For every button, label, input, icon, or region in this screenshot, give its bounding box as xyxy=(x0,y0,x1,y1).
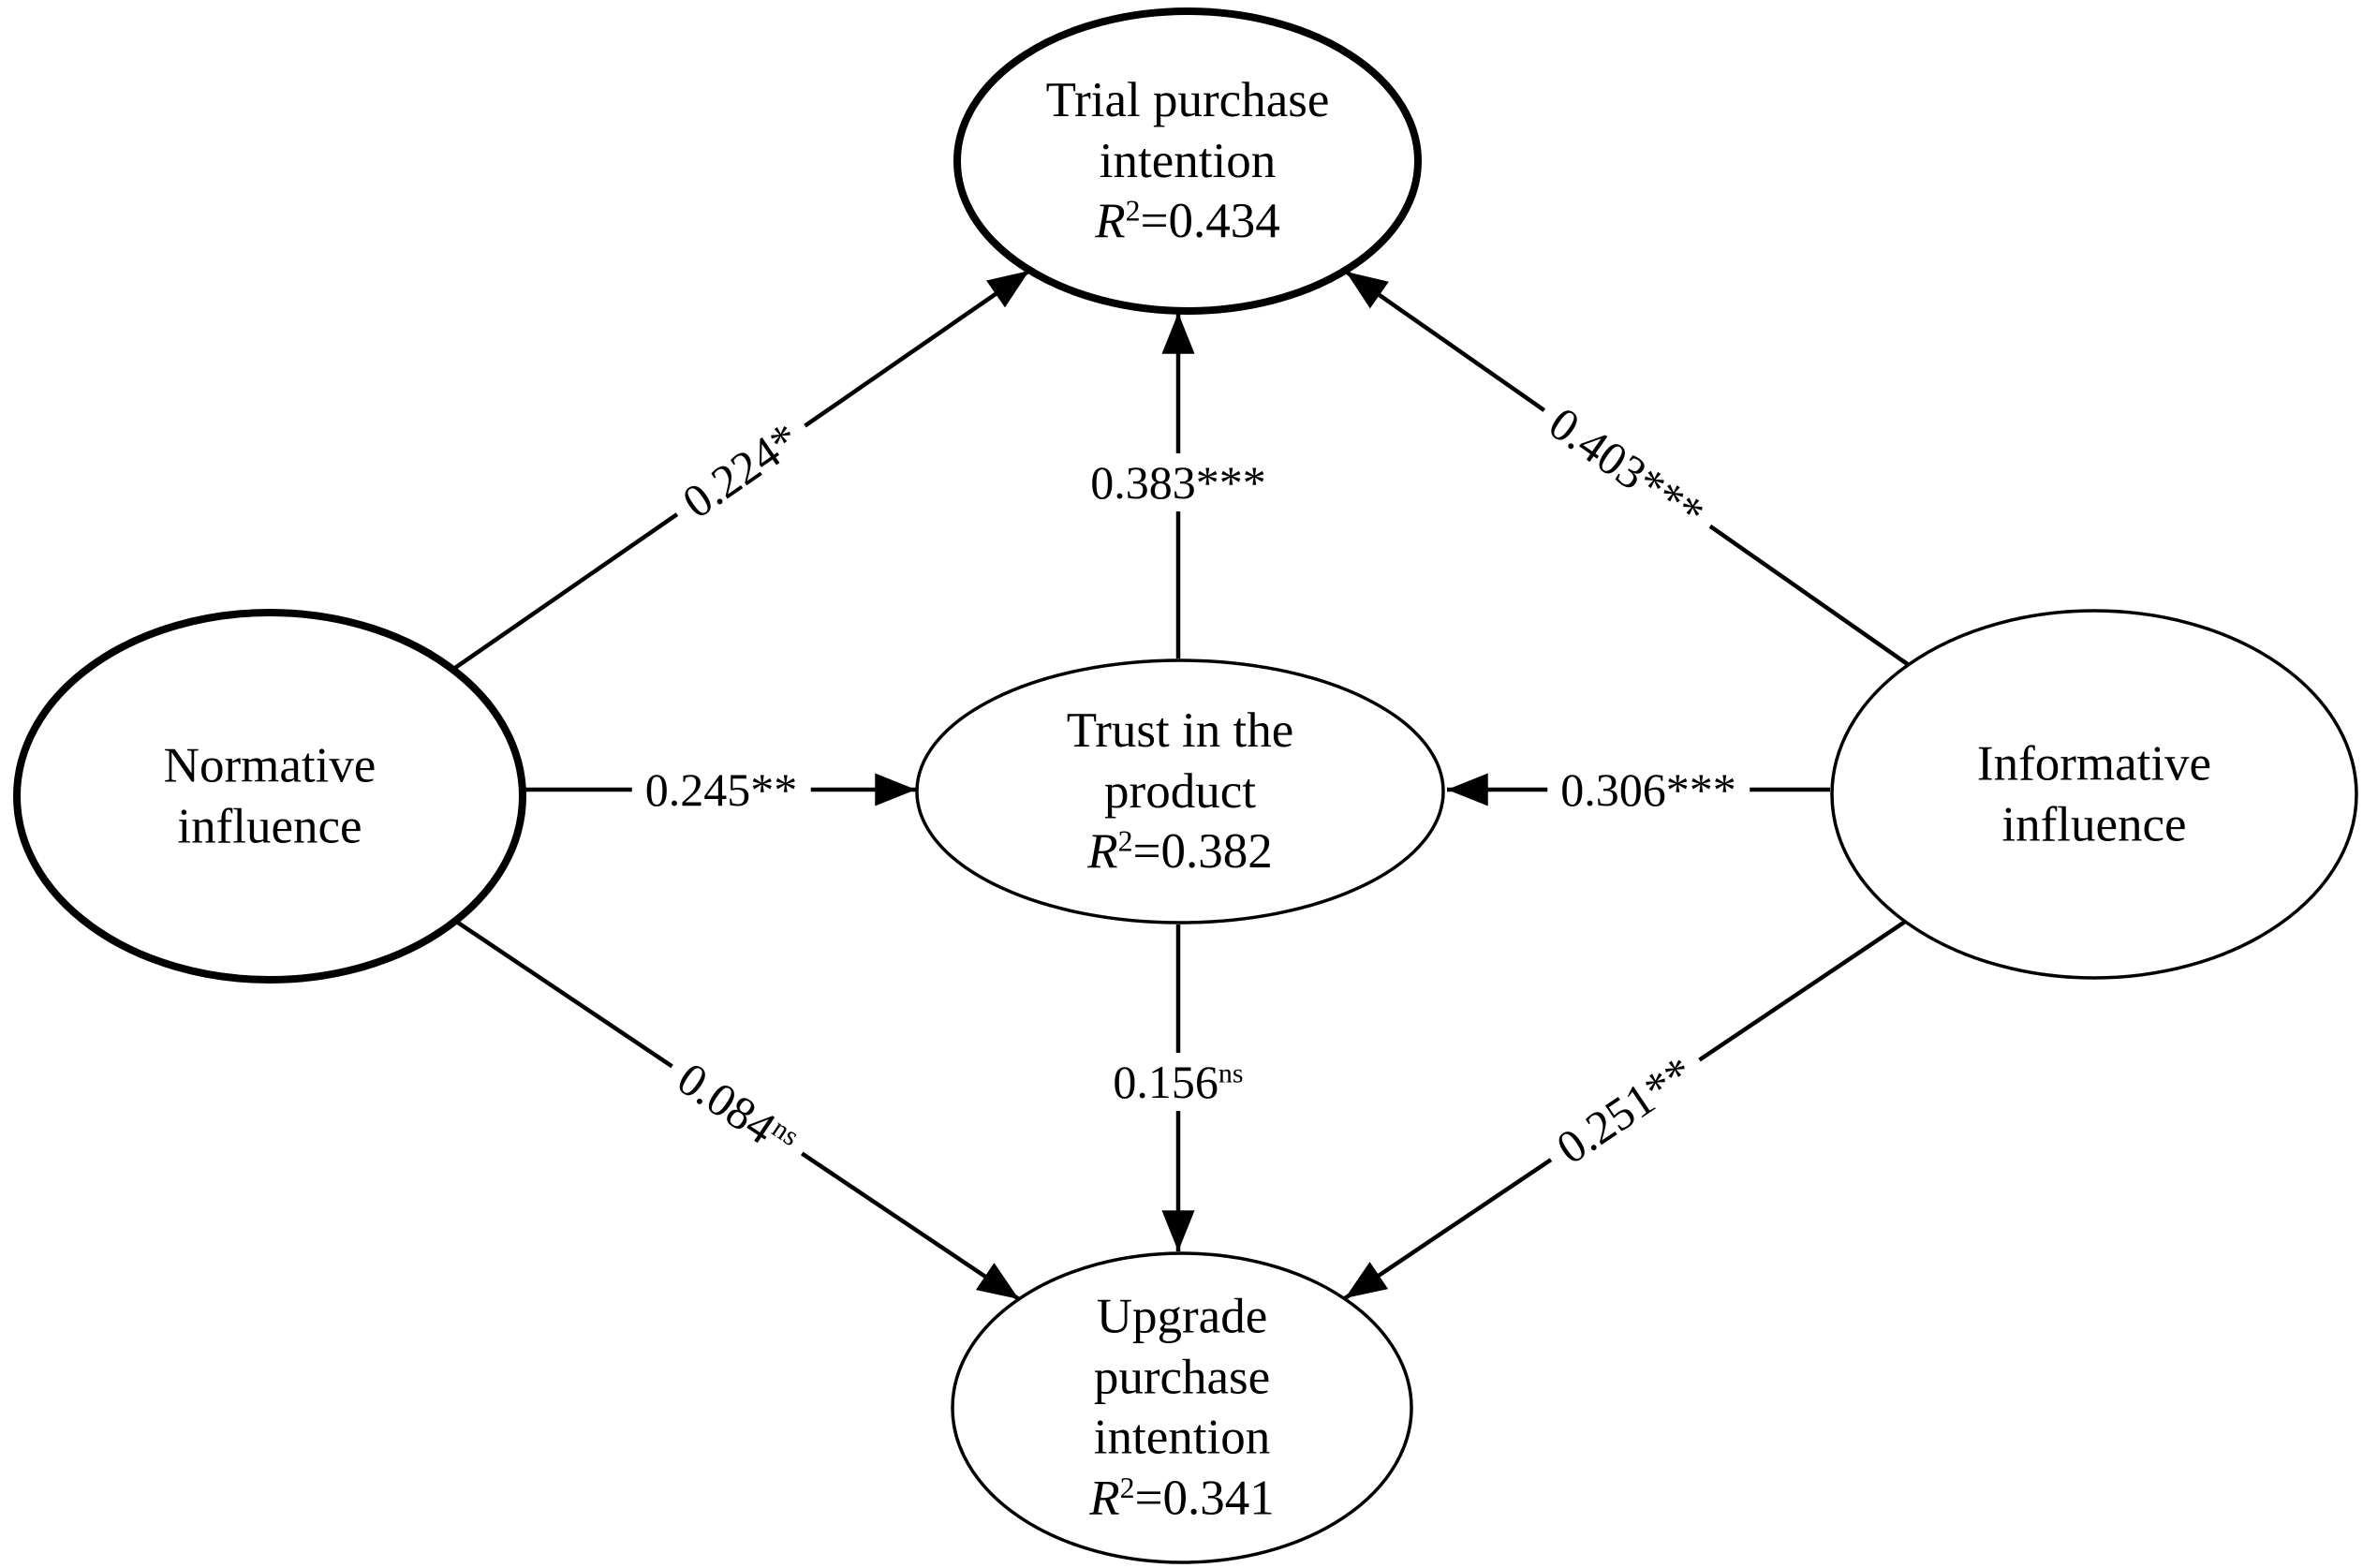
node-upgrade-ellipse xyxy=(951,1251,1413,1564)
node-normative-ellipse xyxy=(13,609,526,984)
node-label-trial: Trial purchase intention R2=0.434 xyxy=(1046,70,1330,252)
informative-line2: influence xyxy=(2001,797,2187,851)
trust-line1: Trust in the xyxy=(1066,703,1294,759)
trust-line2: product xyxy=(1104,763,1256,819)
coef-trust-upgrade: 0.156ns xyxy=(1100,1053,1257,1111)
node-label-upgrade: Upgrade purchase intention R2=0.341 xyxy=(1089,1287,1274,1530)
node-label-informative: Informative influence xyxy=(1977,733,2211,854)
node-trial-ellipse xyxy=(953,7,1422,315)
normative-line1: Normative xyxy=(163,738,377,793)
coef-normative-trust: 0.245** xyxy=(631,761,811,819)
node-label-trust: Trust in the product R2=0.382 xyxy=(1067,701,1294,882)
upgrade-line2: purchase xyxy=(1093,1350,1271,1405)
coef-trust-trial: 0.383*** xyxy=(1077,453,1279,511)
trial-line1: Trial purchase xyxy=(1045,73,1330,128)
node-informative-ellipse xyxy=(1830,609,2358,980)
normative-line2: influence xyxy=(177,799,362,853)
coef-informative-trust: 0.306*** xyxy=(1547,761,1750,819)
trial-line2: intention xyxy=(1099,133,1277,188)
informative-line1: Informative xyxy=(1976,736,2212,791)
upgrade-r2: R2=0.341 xyxy=(1089,1471,1275,1526)
node-label-normative: Normative influence xyxy=(164,735,377,856)
trust-r2: R2=0.382 xyxy=(1087,824,1273,880)
node-trust-ellipse xyxy=(915,658,1445,925)
upgrade-line1: Upgrade xyxy=(1096,1289,1268,1344)
trial-r2: R2=0.434 xyxy=(1095,194,1280,249)
upgrade-line3: intention xyxy=(1093,1411,1271,1465)
